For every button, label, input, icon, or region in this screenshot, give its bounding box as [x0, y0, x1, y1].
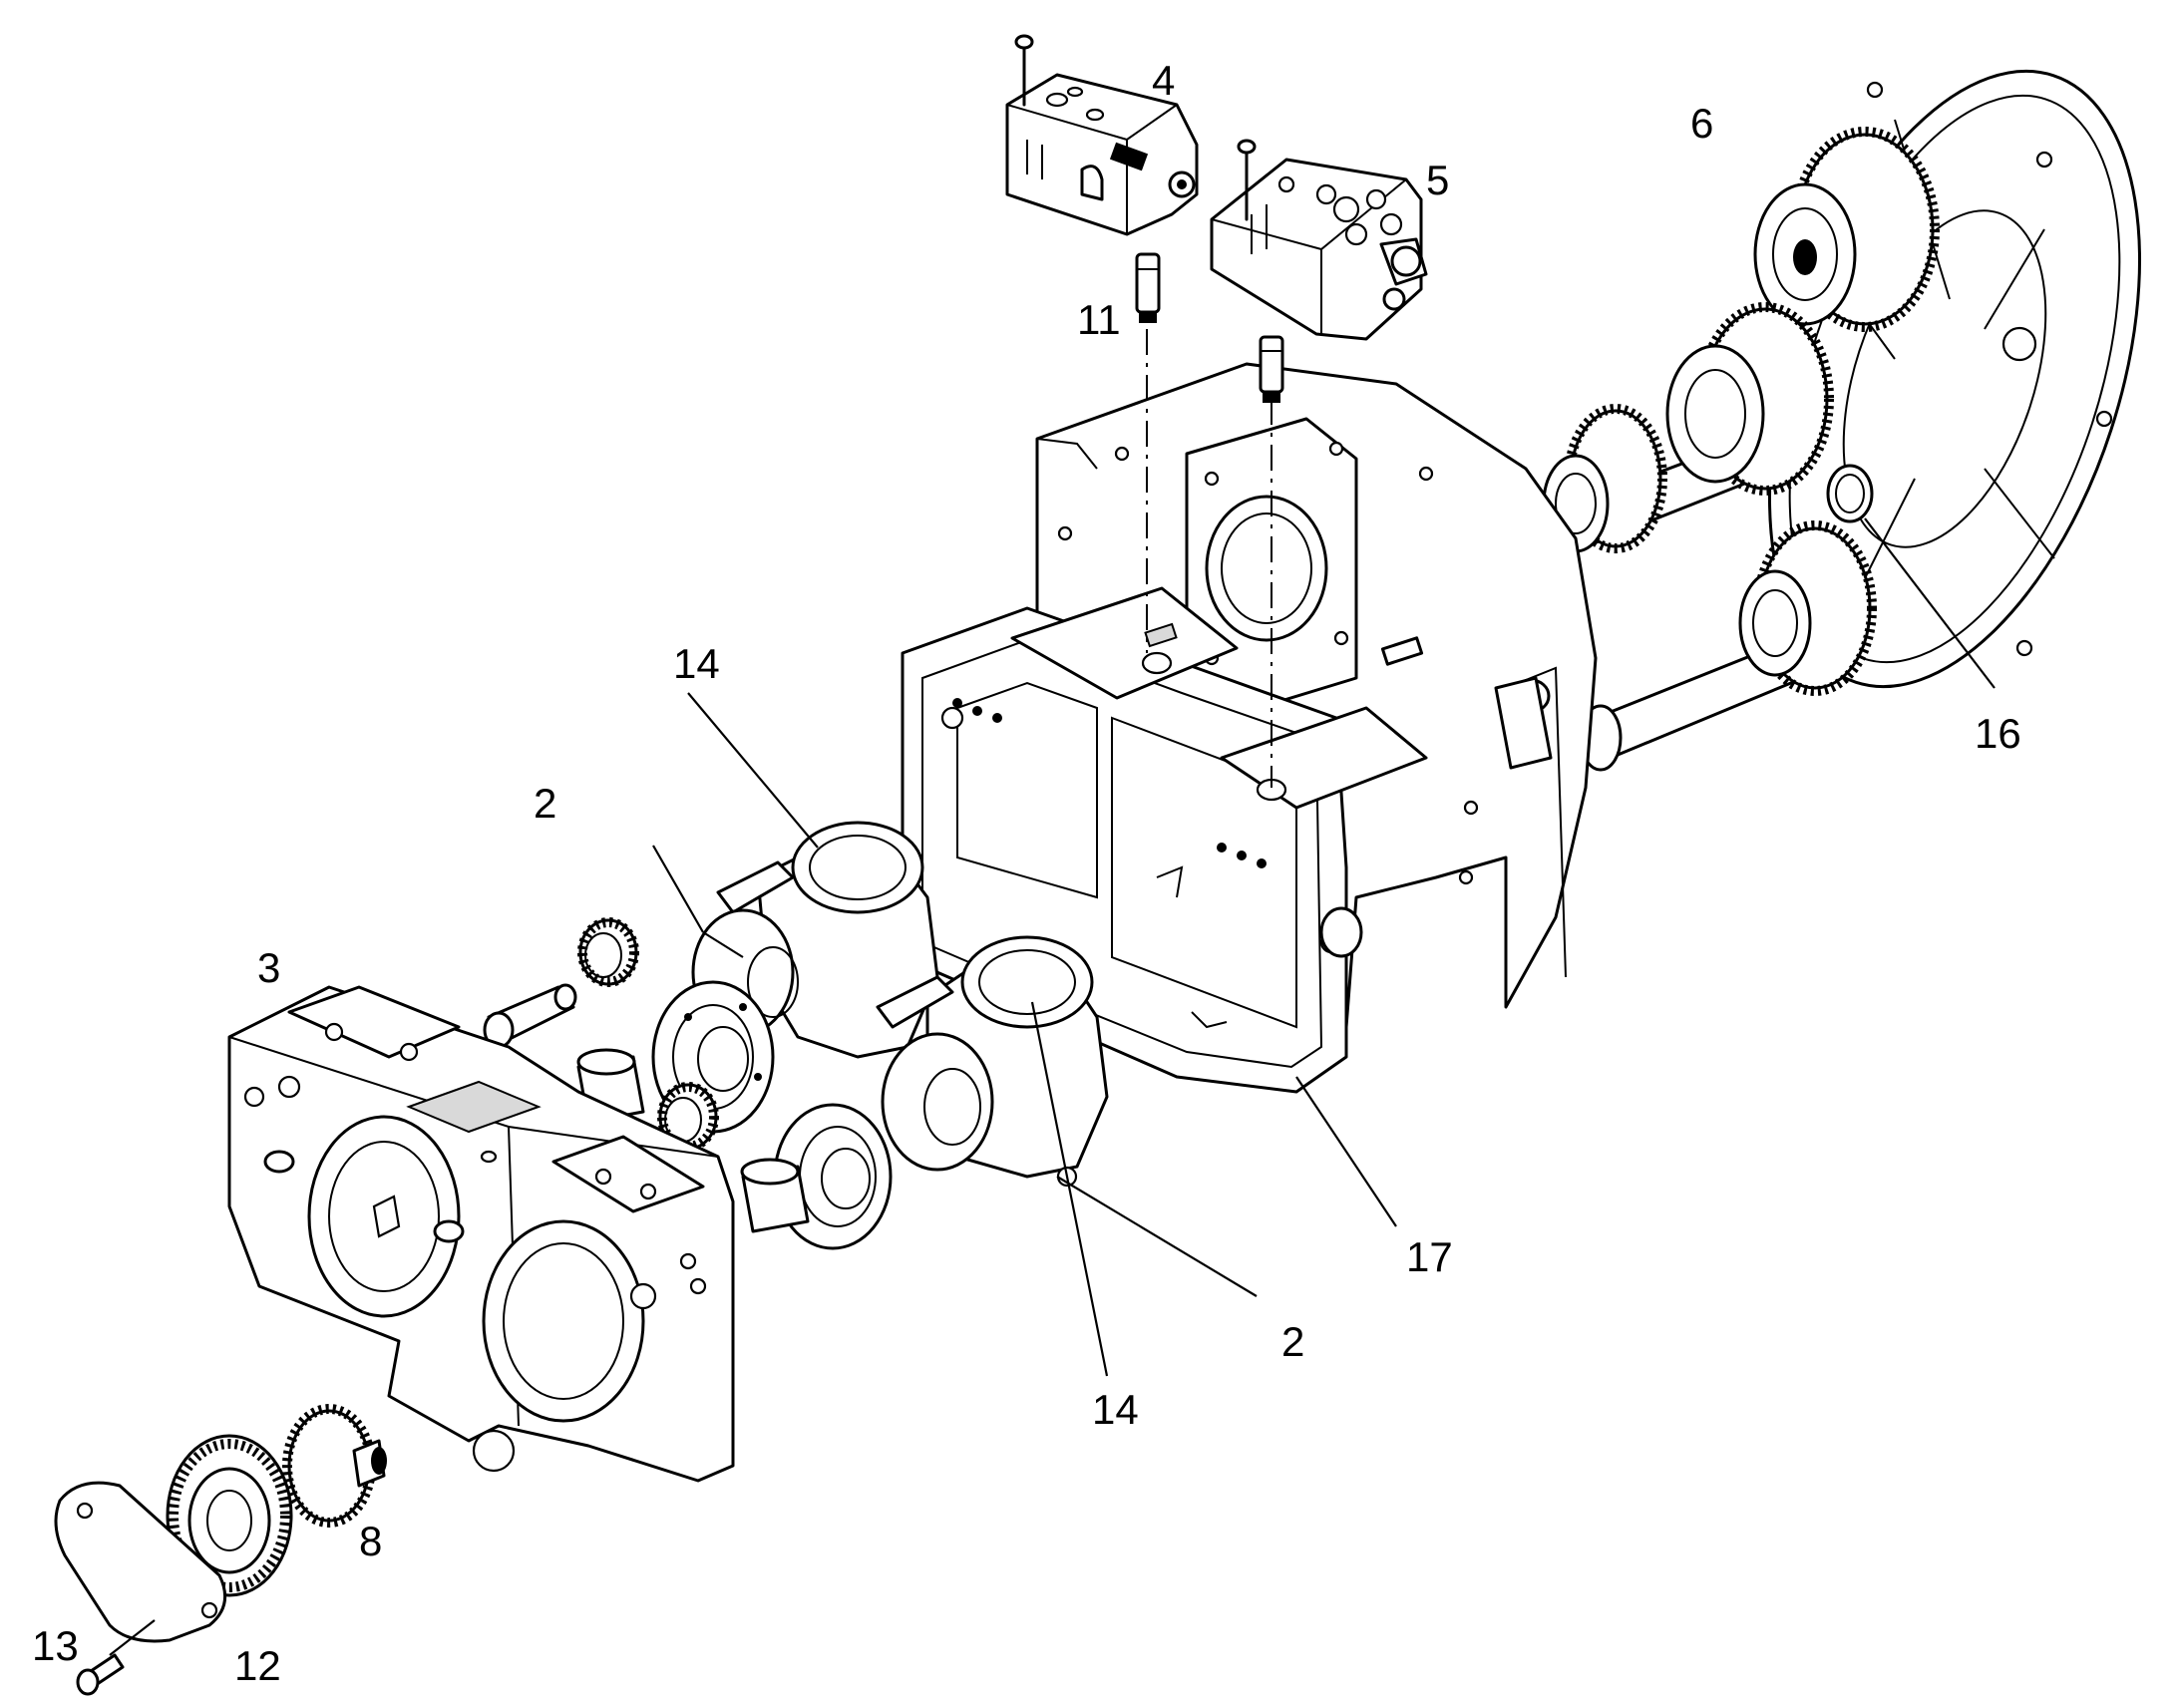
connector-fitting-11 [1135, 252, 1161, 323]
lower-gear-shaft [1579, 520, 1877, 772]
middle-gear-shaft [1534, 302, 1834, 560]
valve-block-4 [1005, 73, 1199, 236]
end-cover-plate-12 [54, 1481, 227, 1643]
callout-2-upper: 2 [534, 780, 556, 827]
callout-13: 13 [32, 1622, 79, 1669]
callout-14-upper: 14 [673, 640, 720, 687]
leader-lines [109, 517, 1996, 1656]
callout-11: 11 [1077, 296, 1121, 343]
bolt-valve-4 [1014, 34, 1034, 107]
callout-5: 5 [1426, 157, 1449, 203]
seal-ring [1826, 464, 1874, 523]
plug-upper [577, 917, 639, 987]
connector-fitting-valve-5 [1259, 335, 1284, 403]
callout-17: 17 [1406, 1233, 1453, 1280]
front-end-cover [227, 985, 735, 1483]
callout-14-lower: 14 [1092, 1386, 1139, 1433]
bolt-valve-5 [1237, 139, 1257, 221]
callout-6: 6 [1690, 100, 1713, 147]
callout-labels: 4 5 6 11 14 2 3 16 17 2 14 8 13 12 [32, 57, 2021, 1689]
callout-12: 12 [234, 1642, 281, 1689]
valve-block-5 [1210, 158, 1428, 341]
control-piston-pin [483, 983, 577, 1049]
callout-4: 4 [1152, 57, 1175, 104]
callout-3: 3 [257, 944, 280, 991]
callout-16: 16 [1975, 710, 2021, 757]
charge-pump-gear [282, 1404, 387, 1528]
cap-screw-13 [76, 1653, 125, 1696]
callout-8: 8 [359, 1518, 382, 1564]
bushing-lower [740, 1158, 810, 1233]
callout-2-lower: 2 [1281, 1318, 1304, 1365]
upper-gear-bearing [1753, 127, 1940, 332]
